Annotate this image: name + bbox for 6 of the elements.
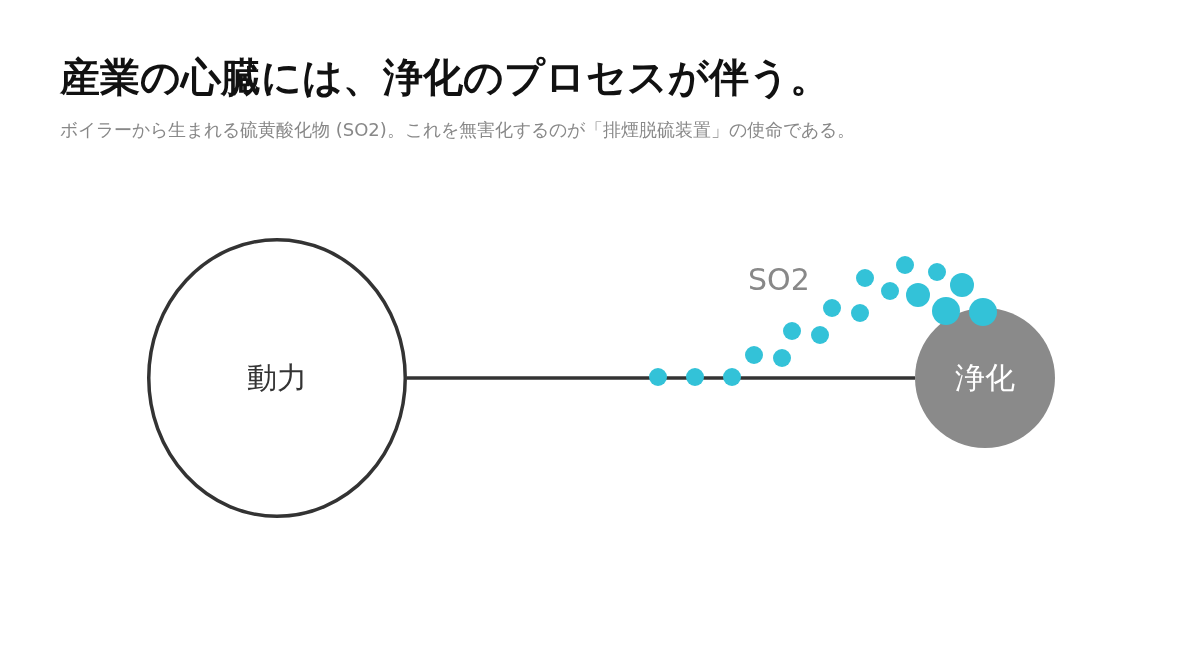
node-label: 浄化 (954, 358, 1016, 397)
node-label: 動力 (246, 358, 308, 397)
particle-label: SO2 (748, 262, 810, 297)
title: 産業の心臓には、浄化のプロセスが伴う。 (60, 53, 830, 102)
subtitle: ボイラーから生まれる硫黄酸化物 (SO2)。これを無害化するのが「排煙脱硫装置」の使命である。 (60, 118, 855, 142)
connector-line (407, 376, 915, 380)
